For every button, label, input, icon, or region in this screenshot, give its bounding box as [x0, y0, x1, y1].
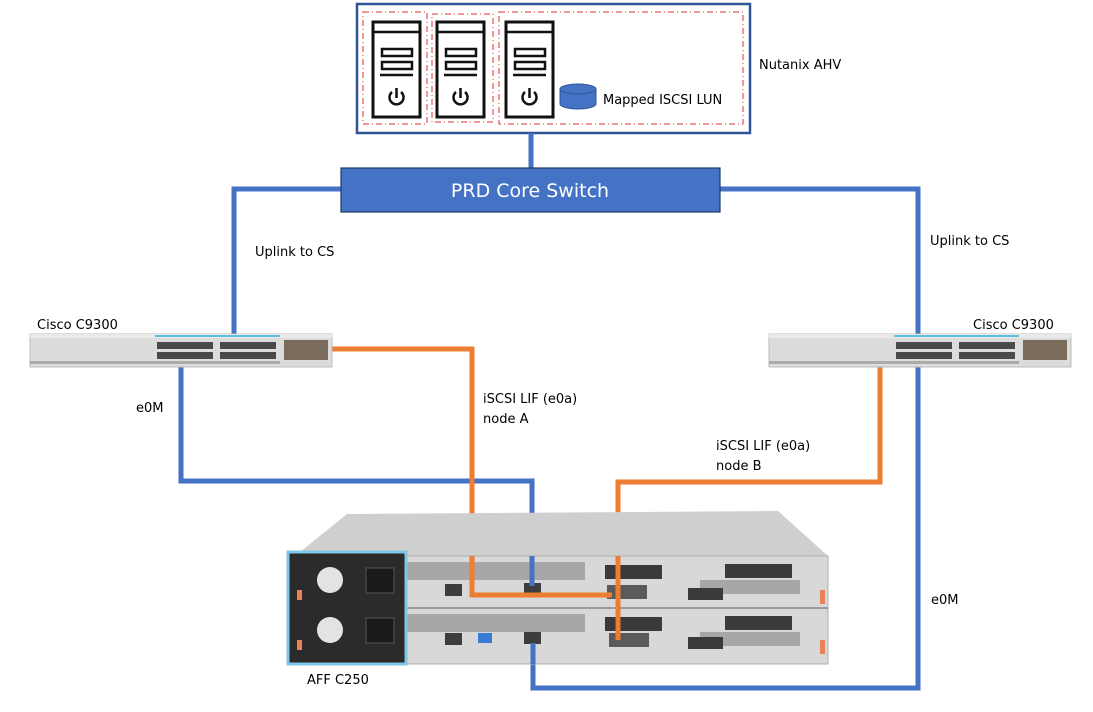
host-group-1 [362, 11, 428, 125]
database-icon [559, 83, 597, 110]
storage-array [286, 511, 829, 666]
iscsi-node-a-label-line1: iSCSI LIF (e0a) [483, 392, 577, 407]
nutanix-cluster: Mapped ISCSI LUN [355, 2, 752, 135]
uplink-right-line [720, 186, 921, 337]
storage-array-label: AFF C250 [307, 673, 369, 688]
switch-left [29, 333, 333, 368]
host-group-3 [498, 11, 744, 125]
switch-ports [896, 340, 1067, 360]
e0m-right-line [530, 364, 921, 691]
switch-left-label: Cisco C9300 [37, 318, 118, 333]
core-switch-label: PRD Core Switch [451, 180, 609, 202]
core-switch: PRD Core Switch [340, 167, 721, 213]
uplink-left-line [231, 186, 341, 337]
iscsi-node-a-label-line2: node A [483, 412, 529, 427]
power-icon [388, 88, 405, 106]
e0m-right-label: e0M [931, 593, 959, 608]
iscsi-node-b-label-line2: node B [716, 459, 762, 474]
switch-right [768, 333, 1072, 368]
power-icon [521, 88, 538, 106]
uplink-left-label: Uplink to CS [255, 245, 334, 260]
e0m-left-label: e0M [136, 401, 164, 416]
host-group-2 [431, 13, 494, 123]
server-icon [371, 20, 422, 119]
power-icon [452, 88, 469, 106]
lun-label: Mapped ISCSI LUN [603, 93, 722, 108]
iscsi-node-b-label-line1: iSCSI LIF (e0a) [716, 439, 810, 454]
server-icon [435, 20, 486, 119]
switch-ports [157, 340, 328, 360]
uplink-right-label: Uplink to CS [930, 234, 1009, 249]
switch-right-label: Cisco C9300 [973, 318, 1054, 333]
server-icon [504, 20, 555, 119]
cluster-label: Nutanix AHV [759, 58, 841, 73]
